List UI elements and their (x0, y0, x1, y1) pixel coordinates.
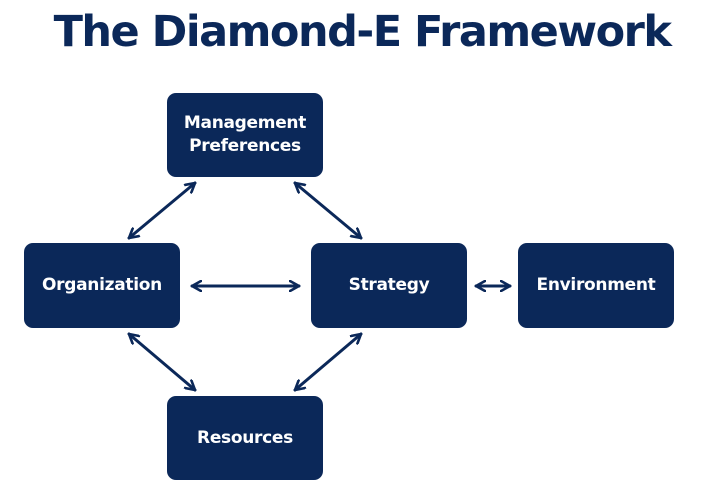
arrow-strategy-resources (293, 332, 363, 392)
node-management-preferences: Management Preferences (167, 93, 323, 177)
node-environment-label: Environment (536, 275, 656, 295)
node-environment: Environment (518, 243, 674, 328)
arrow-organization-resources (127, 332, 197, 392)
page-title: The Diamond-E Framework (53, 7, 672, 57)
node-management-line1: Management (183, 113, 307, 133)
node-organization: Organization (24, 243, 180, 328)
node-strategy-label: Strategy (348, 275, 430, 295)
node-management-line2: Preferences (189, 136, 301, 156)
node-resources-label: Resources (197, 427, 293, 448)
node-organization-label: Organization (42, 275, 162, 295)
arrow-management-strategy (293, 181, 363, 240)
arrow-management-organization (127, 181, 197, 240)
node-strategy: Strategy (311, 243, 467, 328)
node-resources: Resources (167, 396, 323, 480)
